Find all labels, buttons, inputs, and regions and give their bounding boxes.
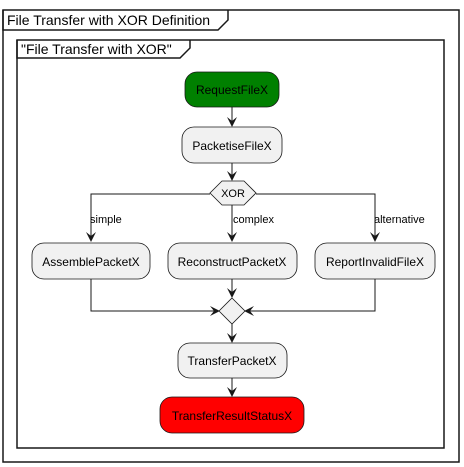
node-transfer-result-status-label: TransferResultStatusX xyxy=(172,409,292,423)
node-assemble-packet-label: AssemblePacketX xyxy=(42,255,139,269)
node-xor-decision-label: XOR xyxy=(221,188,245,200)
merge-diamond xyxy=(218,297,246,325)
node-report-invalid-file: ReportInvalidFileX xyxy=(314,242,436,280)
inner-frame: "File Transfer with XOR" xyxy=(16,39,445,449)
node-request-file-label: RequestFileX xyxy=(196,83,268,97)
outer-frame-title: File Transfer with XOR Definition xyxy=(7,12,210,28)
node-request-file: RequestFileX xyxy=(184,71,280,108)
edge-xor-report xyxy=(256,193,380,242)
node-reconstruct-packet: ReconstructPacketX xyxy=(167,242,298,280)
node-packetise-file-label: PacketiseFileX xyxy=(192,139,271,153)
node-assemble-packet: AssemblePacketX xyxy=(31,242,151,280)
node-packetise-file: PacketiseFileX xyxy=(181,126,283,164)
edge-report-merge xyxy=(244,279,376,316)
edge-xor-assemble xyxy=(86,193,210,242)
edge-assemble-merge xyxy=(90,279,220,316)
branch-label-complex: complex xyxy=(233,214,274,226)
branch-label-alternative: alternative xyxy=(374,214,425,226)
node-transfer-packet-label: TransferPacketX xyxy=(188,354,277,368)
inner-frame-title: "File Transfer with XOR" xyxy=(21,41,172,57)
edges xyxy=(86,107,380,397)
node-transfer-result-status: TransferResultStatusX xyxy=(159,396,305,434)
node-report-invalid-file-label: ReportInvalidFileX xyxy=(326,255,424,269)
node-transfer-packet: TransferPacketX xyxy=(177,342,288,379)
node-reconstruct-packet-label: ReconstructPacketX xyxy=(178,255,287,269)
branch-label-simple: simple xyxy=(90,214,122,226)
node-xor-decision: XOR xyxy=(209,180,257,206)
outer-frame: File Transfer with XOR Definition xyxy=(2,9,460,463)
